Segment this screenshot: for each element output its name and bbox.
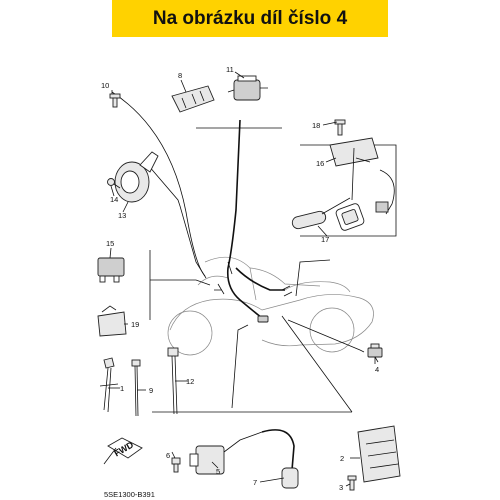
part-13-horn xyxy=(114,151,159,203)
part-15-relay xyxy=(97,257,125,283)
page-title: Na obrázku díl číslo 4 xyxy=(112,0,388,37)
part-11-relay xyxy=(227,75,268,101)
leader-lines xyxy=(108,71,379,487)
part-label-14: 14 xyxy=(110,195,118,204)
part-label-16: 16 xyxy=(316,159,324,168)
part-1-clamp-band xyxy=(99,357,119,413)
part-5-ignition-coil xyxy=(189,431,263,475)
part-label-10: 10 xyxy=(101,81,109,90)
part-label-7: 7 xyxy=(253,478,257,487)
part-number-labels: 10 8 11 18 16 14 13 17 15 19 4 1 9 12 2 … xyxy=(101,65,379,492)
callout-lines xyxy=(111,91,397,413)
part-label-5: 5 xyxy=(216,467,220,476)
scooter-outline xyxy=(167,256,374,356)
part-label-13: 13 xyxy=(118,211,126,220)
diagram-code: 5SE1300-B391 xyxy=(104,490,155,499)
part-label-12: 12 xyxy=(186,377,194,386)
part-6-bolt xyxy=(171,457,181,473)
part-label-17: 17 xyxy=(321,235,329,244)
part-7-spark-plug-cap xyxy=(261,429,299,489)
part-18-bolt xyxy=(334,119,346,136)
part-3-bolt xyxy=(347,475,357,491)
part-label-11: 11 xyxy=(226,65,234,74)
wire-harness xyxy=(214,119,293,323)
part-label-1: 1 xyxy=(120,384,124,393)
part-label-6: 6 xyxy=(166,451,170,460)
part-label-15: 15 xyxy=(106,239,114,248)
part-label-9: 9 xyxy=(149,386,153,395)
part-19-cover xyxy=(97,305,127,337)
part-17-float-and-gasket xyxy=(291,197,365,231)
part-10-bolt xyxy=(109,93,121,108)
fwd-arrow-badge xyxy=(103,437,143,465)
part-label-19: 19 xyxy=(131,320,139,329)
part-2-cdi-unit xyxy=(357,425,401,483)
part-12-cable-tie xyxy=(167,347,179,415)
part-label-4: 4 xyxy=(375,365,379,374)
part-label-18: 18 xyxy=(312,121,320,130)
part-label-2: 2 xyxy=(340,454,344,463)
part-8-bracket xyxy=(171,85,215,113)
part-4-sensor xyxy=(367,343,383,364)
part-label-8: 8 xyxy=(178,71,182,80)
part-16-fuel-sender-unit xyxy=(329,137,395,215)
part-14-screw xyxy=(107,178,121,189)
part-9-cable-tie xyxy=(131,359,141,417)
part-label-3: 3 xyxy=(339,483,343,492)
